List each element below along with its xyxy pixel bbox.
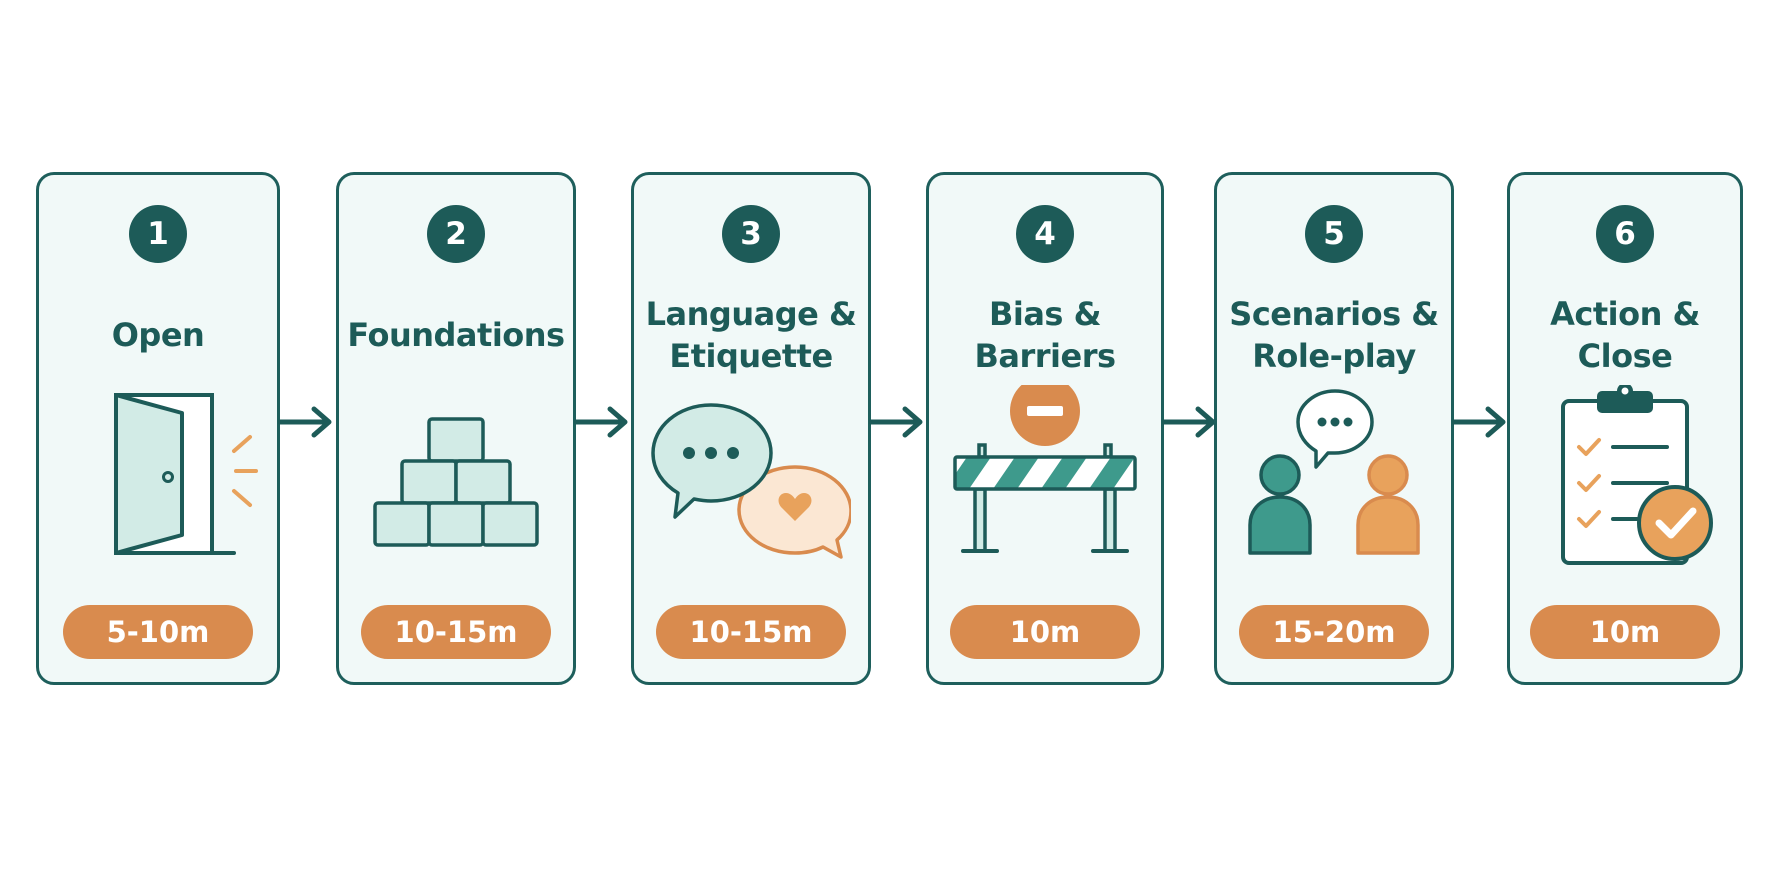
step-title: Scenarios & Role-play <box>1229 295 1439 375</box>
duration-badge: 10m <box>1530 605 1720 659</box>
step-card-6: 6 Action & Close <box>1507 172 1743 685</box>
arrow-right-icon <box>869 404 925 440</box>
step-number-badge: 1 <box>129 205 187 263</box>
step-card-4: 4 Bias & Barriers <box>926 172 1164 685</box>
arrow-right-icon <box>574 404 630 440</box>
step-number-badge: 3 <box>722 205 780 263</box>
step-card-1: 1 Open 5-10m <box>36 172 280 685</box>
arrow-right-icon <box>1452 404 1508 440</box>
building-blocks-icon <box>356 385 556 575</box>
open-door-icon <box>58 385 258 575</box>
arrow-right-icon <box>1162 404 1218 440</box>
duration-badge: 10m <box>950 605 1140 659</box>
step-title: Language & Etiquette <box>645 295 857 375</box>
step-number-badge: 6 <box>1596 205 1654 263</box>
duration-badge: 15-20m <box>1239 605 1429 659</box>
duration-badge: 10-15m <box>656 605 846 659</box>
duration-badge: 10-15m <box>361 605 551 659</box>
road-barrier-icon <box>945 385 1145 575</box>
step-card-3: 3 Language & Etiquette 10-15m <box>631 172 871 685</box>
two-people-conversation-icon <box>1234 385 1434 575</box>
step-number-badge: 2 <box>427 205 485 263</box>
speech-bubbles-icon <box>651 385 851 575</box>
duration-badge: 5-10m <box>63 605 253 659</box>
step-title: Action & Close <box>1550 295 1700 375</box>
step-title: Foundations <box>347 316 565 354</box>
step-title: Open <box>111 316 205 354</box>
step-card-5: 5 Scenarios & Role-play 15-20m <box>1214 172 1454 685</box>
step-title: Bias & Barriers <box>974 295 1116 375</box>
step-number-badge: 4 <box>1016 205 1074 263</box>
step-card-2: 2 Foundations 10-15m <box>336 172 576 685</box>
checklist-clipboard-icon <box>1525 385 1725 575</box>
step-number-badge: 5 <box>1305 205 1363 263</box>
arrow-right-icon <box>278 404 334 440</box>
